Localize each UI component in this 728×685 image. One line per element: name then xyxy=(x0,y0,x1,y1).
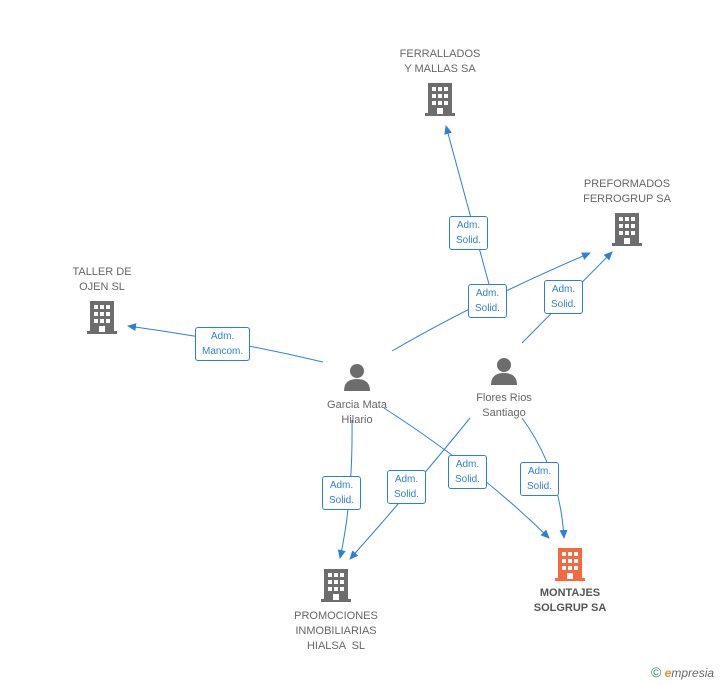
node-garcia[interactable]: Garcia Mata Hilario xyxy=(307,362,407,428)
relation-line2: Solid. xyxy=(329,495,355,506)
person-icon xyxy=(491,358,517,385)
relation-line1: Adm. xyxy=(456,220,481,231)
relation-label[interactable]: Adm. Solid. xyxy=(387,470,427,504)
building-icon xyxy=(321,569,351,602)
relation-line1: Adm. xyxy=(210,331,235,342)
node-promociones[interactable]: PROMOCIONES INMOBILIARIAS HIALSA SL xyxy=(276,567,396,654)
relation-line1: Adm. xyxy=(329,480,354,491)
node-flores[interactable]: Flores Rios Santiago xyxy=(454,356,554,421)
node-label-line1: PREFORMADOS xyxy=(583,178,671,190)
building-icon-highlighted xyxy=(555,548,585,581)
empresia-watermark[interactable]: © empresia xyxy=(651,664,714,680)
relation-line1: Adm. xyxy=(527,466,552,477)
relation-label[interactable]: Adm. Solid. xyxy=(448,455,488,489)
person-icon xyxy=(344,364,370,391)
node-label-line1: MONTAJES xyxy=(539,587,601,599)
brand-rest: mpresia xyxy=(671,666,715,680)
relation-line2: Solid. xyxy=(394,489,420,500)
relation-line1: Adm. xyxy=(455,459,480,470)
node-taller[interactable]: TALLER DE OJEN SL xyxy=(52,265,152,335)
copyright-symbol: © xyxy=(651,664,662,680)
relation-line1: Adm. xyxy=(551,284,576,295)
node-label-line3: HIALSA SL xyxy=(306,640,366,652)
relation-label[interactable]: Adm. Solid. xyxy=(544,280,584,314)
node-label-line2: SOLGRUP SA xyxy=(533,602,607,614)
node-label-line1: TALLER DE xyxy=(72,266,132,278)
building-icon xyxy=(87,301,117,334)
node-montajes[interactable]: MONTAJES SOLGRUP SA xyxy=(510,546,630,616)
node-label-line2: Hilario xyxy=(341,414,373,426)
node-label-line1: Garcia Mata xyxy=(327,399,387,411)
node-label-line1: Flores Rios xyxy=(476,392,532,404)
node-preformados[interactable]: PREFORMADOS FERROGRUP SA xyxy=(567,177,687,247)
relation-line2: Solid. xyxy=(527,481,553,492)
relation-label[interactable]: Adm. Mancom. xyxy=(195,327,251,361)
building-icon xyxy=(425,83,455,116)
building-icon xyxy=(612,213,642,246)
node-label-line1: FERRALLADOS xyxy=(399,48,481,60)
node-label-line2: Y MALLAS SA xyxy=(404,63,476,75)
relation-label[interactable]: Adm. Solid. xyxy=(520,462,560,496)
node-label-line1: PROMOCIONES xyxy=(294,610,378,622)
node-label-line2: FERROGRUP SA xyxy=(583,193,671,205)
relation-label[interactable]: Adm. Solid. xyxy=(468,284,508,318)
relation-label[interactable]: Adm. Solid. xyxy=(322,476,362,510)
relation-line2: Solid. xyxy=(455,474,481,485)
relation-line2: Solid. xyxy=(551,299,577,310)
relation-line2: Solid. xyxy=(456,235,482,246)
node-label-line2: OJEN SL xyxy=(79,281,125,293)
node-label-line2: INMOBILIARIAS xyxy=(295,625,377,637)
relation-line1: Adm. xyxy=(394,474,419,485)
relation-label[interactable]: Adm. Solid. xyxy=(449,216,489,250)
node-ferrallados[interactable]: FERRALLADOS Y MALLAS SA xyxy=(380,47,500,117)
node-label-line2: Santiago xyxy=(482,407,526,419)
relation-line1: Adm. xyxy=(475,288,500,299)
relation-line2: Solid. xyxy=(475,303,501,314)
relation-line2: Mancom. xyxy=(202,346,244,357)
edge-flores-ferrallados xyxy=(444,125,491,289)
brand-e: e xyxy=(664,666,672,680)
